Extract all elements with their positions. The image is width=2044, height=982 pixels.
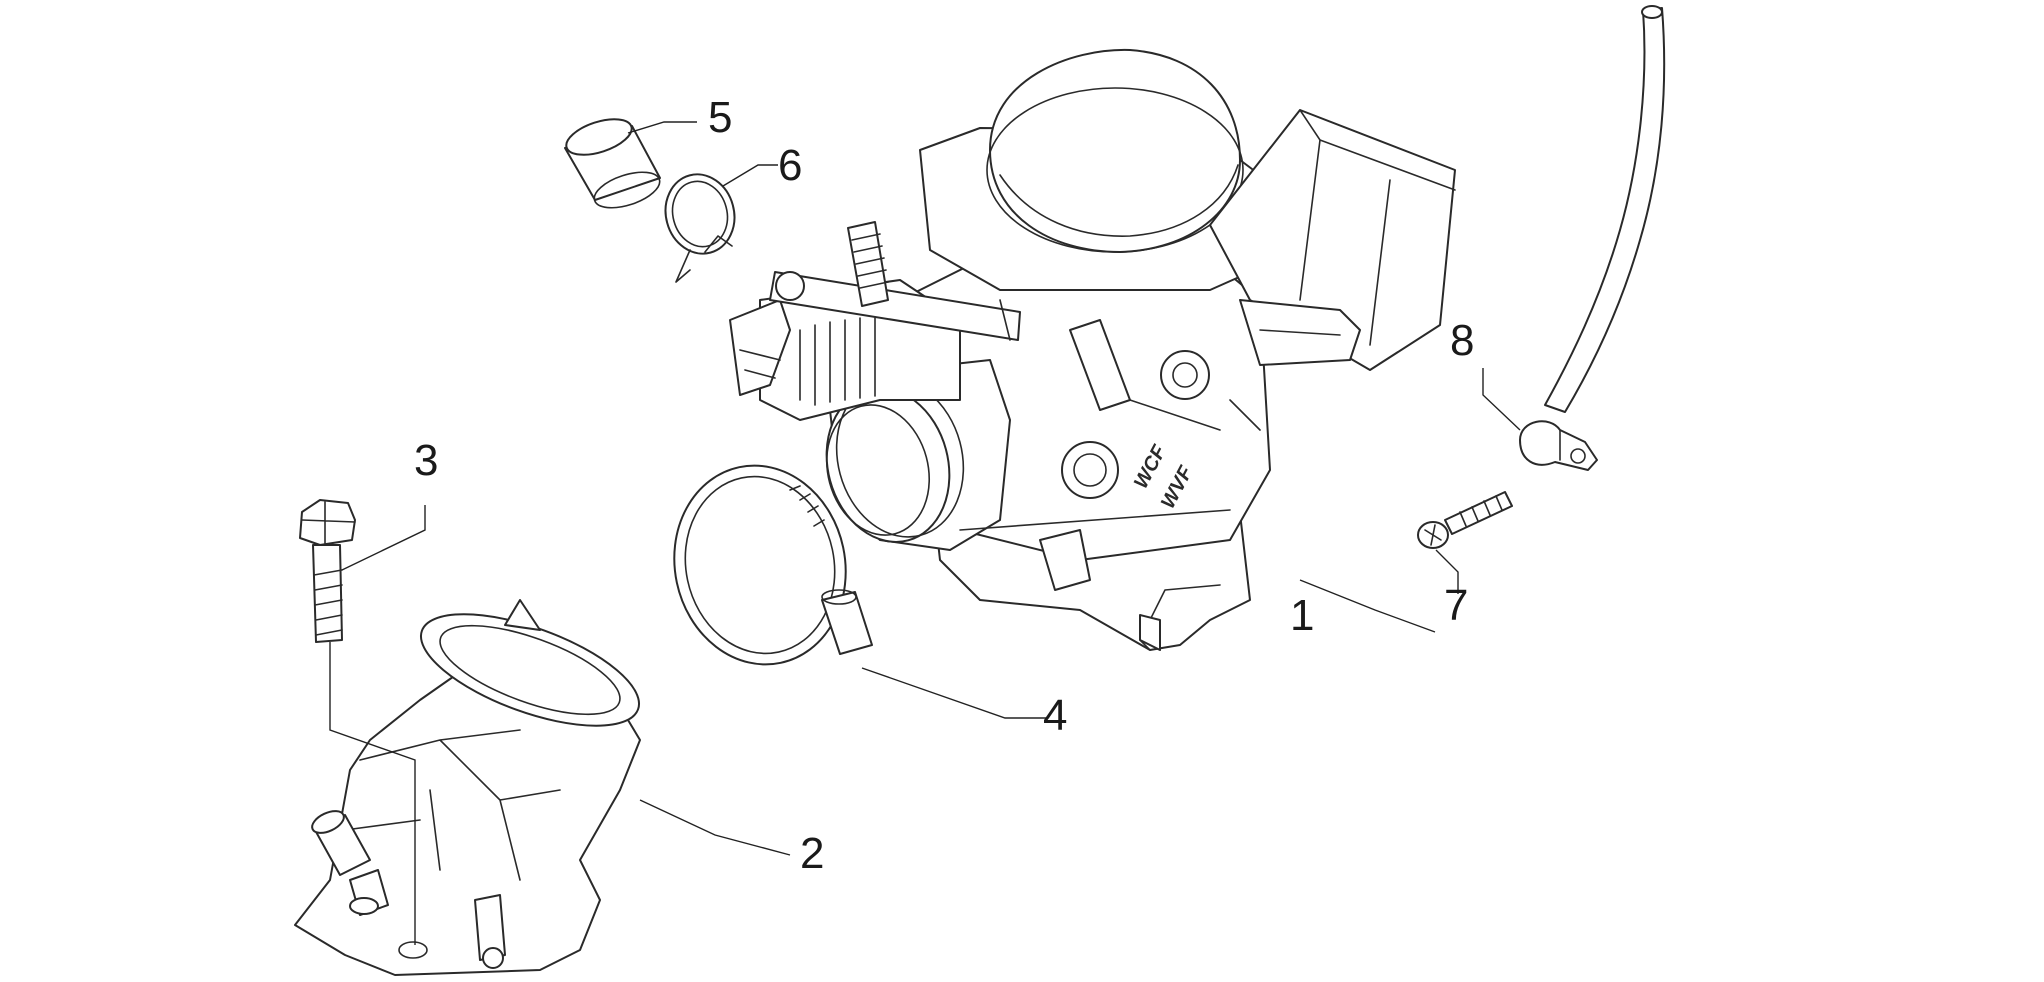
leader-lines bbox=[341, 121, 1521, 856]
part-5-sleeve bbox=[564, 118, 661, 209]
part-6-spring-clamp bbox=[664, 173, 736, 283]
callout-5: 5 bbox=[708, 93, 732, 142]
callout-8: 8 bbox=[1450, 316, 1474, 365]
leader-4 bbox=[861, 667, 1048, 719]
leader-3 bbox=[341, 505, 426, 571]
callout-6: 6 bbox=[778, 141, 802, 190]
part-1-carburetor: WCF WVF bbox=[729, 48, 1456, 651]
part-8-hose-clip bbox=[1519, 420, 1598, 471]
leader-1 bbox=[1299, 579, 1436, 633]
fuel-hose bbox=[1544, 5, 1666, 413]
callout-labels: 1 2 3 4 5 6 7 8 bbox=[414, 93, 1474, 878]
leader-5 bbox=[627, 121, 697, 134]
callout-1: 1 bbox=[1290, 591, 1314, 640]
leader-2 bbox=[639, 799, 791, 856]
part-4-hose-clamp bbox=[673, 464, 873, 666]
part-2-intake-manifold bbox=[294, 599, 641, 976]
leader-7 bbox=[1435, 549, 1459, 594]
part-7-screw bbox=[1417, 491, 1513, 549]
callout-3: 3 bbox=[414, 436, 438, 485]
callout-4: 4 bbox=[1043, 691, 1067, 740]
callout-2: 2 bbox=[800, 829, 824, 878]
leader-8 bbox=[1482, 368, 1521, 431]
callout-7: 7 bbox=[1444, 581, 1468, 630]
part-3-hex-bolt bbox=[299, 499, 416, 945]
leader-6 bbox=[722, 164, 778, 187]
